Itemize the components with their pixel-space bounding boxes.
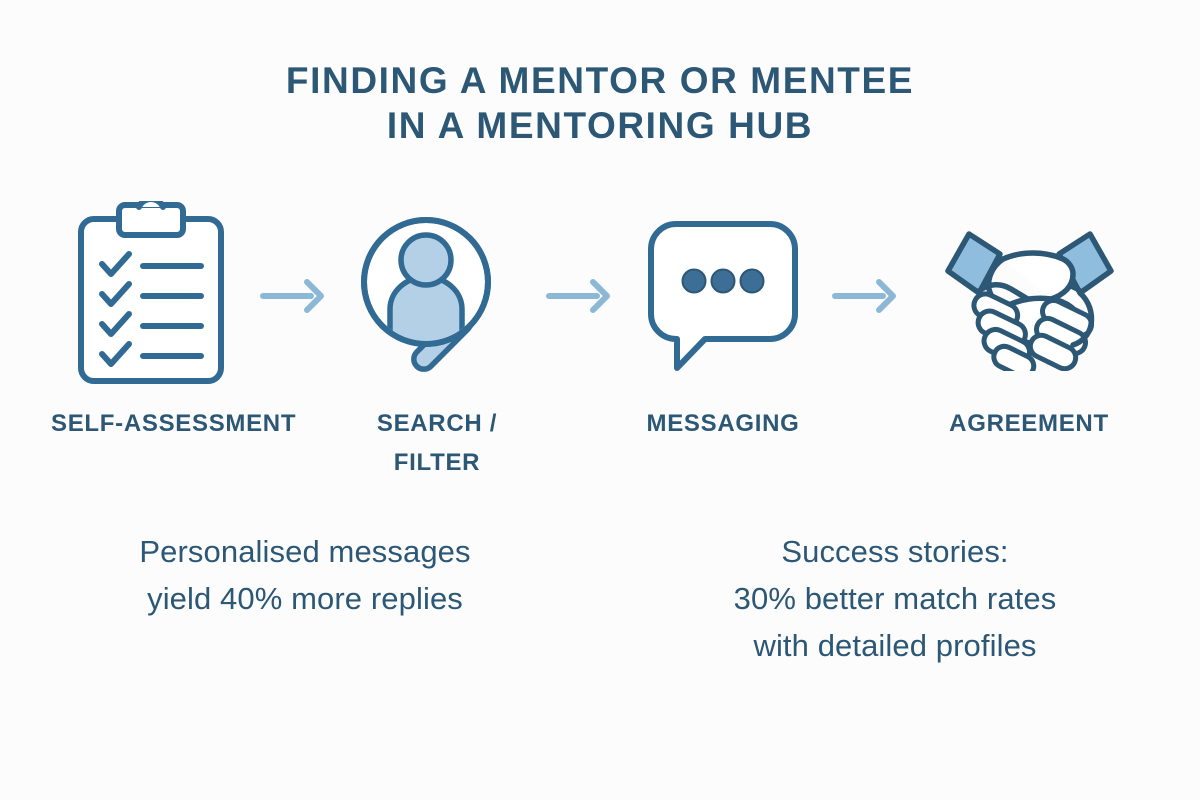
- stat-line-2: 30% better match rates: [733, 581, 1057, 616]
- stat-line-2: yield 40% more replies: [147, 581, 463, 616]
- magnifier-person-icon: [360, 216, 491, 372]
- stats-row: Personalised messages yield 40% more rep…: [0, 528, 1200, 669]
- stat-line-1: Personalised messages: [139, 534, 471, 569]
- arrow-right-icon: [546, 279, 610, 313]
- step-label-search-filter: SEARCH / FILTER: [337, 404, 537, 482]
- step-4-icon-container: [909, 221, 1149, 371]
- process-labels-row: SELF-ASSESSMENT SEARCH / FILTER MESSAGIN…: [0, 404, 1200, 482]
- step-label-line-1: SELF-ASSESSMENT: [51, 410, 297, 437]
- step-label-line-1: AGREEMENT: [949, 410, 1109, 437]
- stat-block-personalised-messages: Personalised messages yield 40% more rep…: [70, 528, 570, 669]
- step-label-line-2: FILTER: [393, 449, 481, 476]
- step-1-icon-container: [51, 201, 251, 391]
- step-label-line-1: MESSAGING: [646, 410, 800, 437]
- stat-block-success-stories: Success stories: 30% better match rates …: [660, 528, 1130, 669]
- arrow-right-icon: [832, 279, 896, 313]
- arrow-right-icon: [260, 279, 324, 313]
- title-line-1: FINDING A MENTOR OR MENTEE: [285, 60, 915, 101]
- step-label-messaging: MESSAGING: [623, 404, 823, 443]
- page-title: FINDING A MENTOR OR MENTEE IN A MENTORIN…: [0, 58, 1200, 148]
- arrow-1-container: [251, 276, 337, 316]
- handshake-icon: [944, 231, 1114, 371]
- step-2-icon-container: [337, 209, 537, 384]
- arrow-3-container: [823, 276, 909, 316]
- process-steps-row: [0, 196, 1200, 396]
- step-label-self-assessment: SELF-ASSESSMENT: [51, 404, 297, 443]
- title-line-2: IN A MENTORING HUB: [386, 105, 814, 146]
- stat-line-3: with detailed profiles: [753, 628, 1037, 663]
- step-3-icon-container: [623, 216, 823, 376]
- speech-bubble-icon: [648, 221, 798, 371]
- clipboard-checklist-icon: [78, 201, 224, 384]
- stat-line-1: Success stories:: [781, 534, 1009, 569]
- step-label-line-1: SEARCH /: [376, 410, 498, 437]
- arrow-2-container: [537, 276, 623, 316]
- step-label-agreement: AGREEMENT: [909, 404, 1149, 443]
